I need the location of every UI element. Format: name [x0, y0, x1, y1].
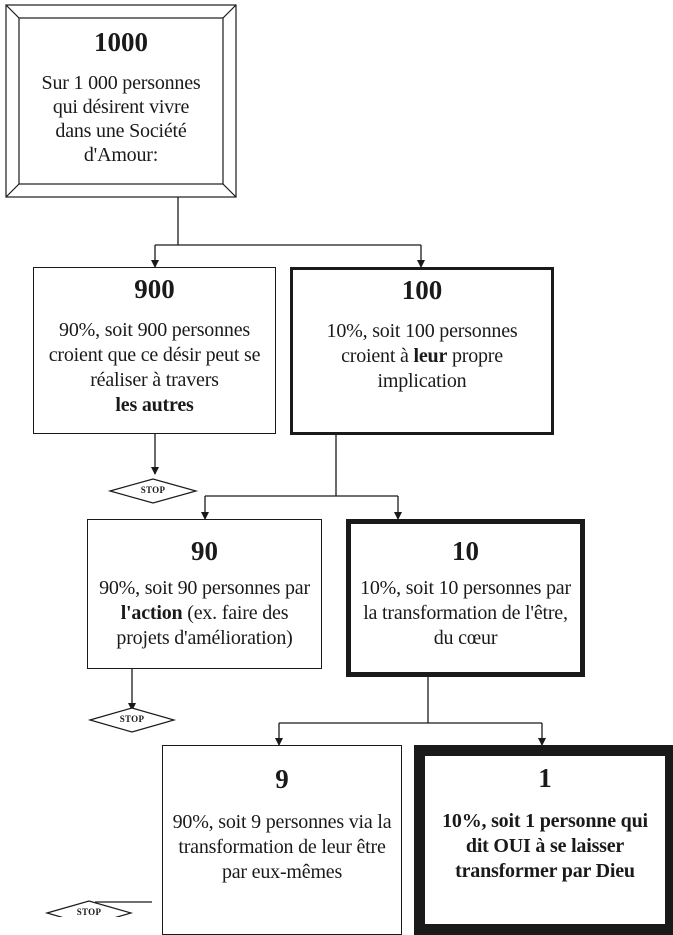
- box-90: 90 90%, soit 90 personnes par l'action (…: [87, 519, 322, 669]
- box-100: 100 10%, soit 100 personnes croient à le…: [290, 267, 554, 435]
- box-number: 10: [452, 536, 479, 566]
- box-number: 1000: [94, 27, 148, 57]
- stop-diamond: [87, 707, 177, 733]
- stop-diamond: [44, 900, 134, 917]
- box-number: 9: [275, 764, 289, 794]
- box-number: 900: [134, 274, 175, 304]
- box-1000: 1000 Sur 1 000 personnes qui désirent vi…: [20, 19, 222, 183]
- box-number: 100: [401, 275, 443, 305]
- box-9: 9 90%, soit 9 personnes via la transform…: [162, 745, 402, 935]
- stop-diamond: [107, 478, 199, 504]
- box-text: Sur 1 000 personnes qui désirent vivre d…: [41, 72, 201, 166]
- box-number: 1: [538, 763, 552, 793]
- box-900: 900 90%, soit 900 personnes croient que …: [33, 267, 276, 434]
- stop-label: STOP: [119, 714, 145, 724]
- box-text: 10%, soit 100 personnes croient à leur p…: [326, 320, 518, 392]
- box-text: 90%, soit 90 personnes par l'action (ex.…: [99, 577, 310, 649]
- stop-label: STOP: [140, 485, 166, 495]
- box-number: 90: [191, 536, 218, 566]
- box-text: 10%, soit 1 personne qui dit OUI à se la…: [442, 810, 648, 882]
- box-bevel: [5, 4, 237, 198]
- box-text: 90%, soit 900 personnes croient que ce d…: [48, 319, 261, 416]
- box-text: 90%, soit 9 personnes via la transformat…: [172, 811, 392, 883]
- box-10: 10 10%, soit 10 personnes par la transfo…: [346, 519, 585, 677]
- box-1: 1 10%, soit 1 personne qui dit OUI à se …: [414, 745, 673, 935]
- box-text: 10%, soit 10 personnes par la transforma…: [360, 577, 571, 649]
- stop-label: STOP: [76, 907, 102, 917]
